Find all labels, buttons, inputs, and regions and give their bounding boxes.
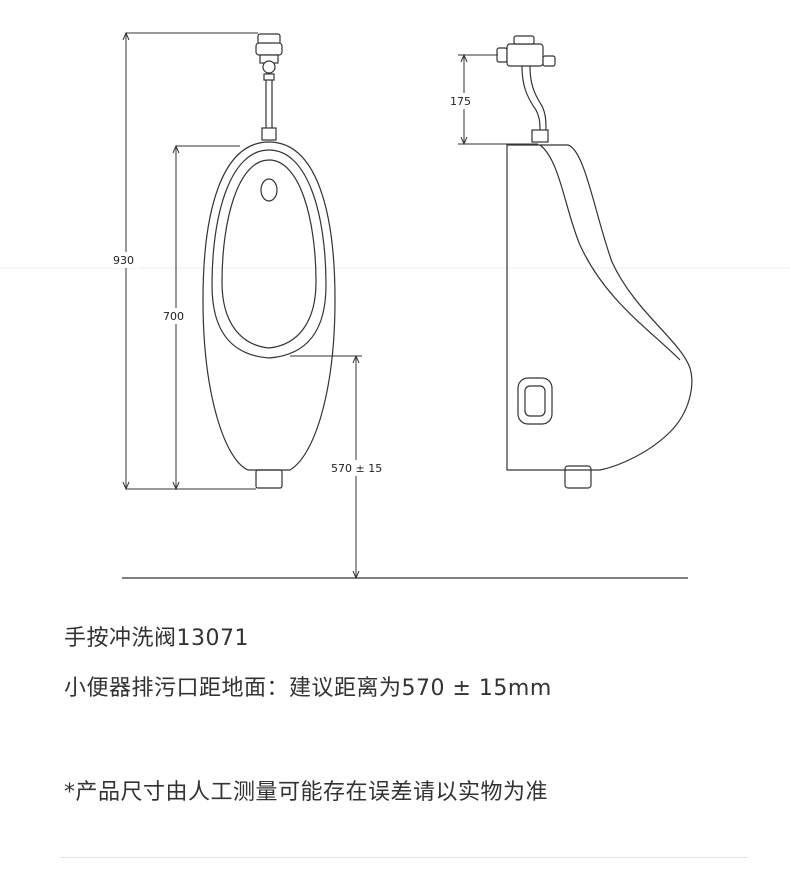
front-bowl-opening [221,159,317,349]
side-flush-valve [496,35,556,143]
urinal-dimension-drawing: 930 700 570 ± 15 175 [0,31,790,580]
dim-label-700: 700 [163,310,184,323]
bottom-divider [60,857,748,858]
front-bowl-outline [202,141,336,471]
side-body-rim [539,144,681,361]
side-outlet [564,465,592,489]
dim-label-570: 570 ± 15 [331,462,382,475]
front-spreader-hole [260,178,278,202]
dim-label-930: 930 [113,254,134,267]
outlet-height-note: 小便器排污口距地面：建议距离为570 ± 15mm [64,676,552,701]
front-outlet [255,469,283,489]
side-body-outline [506,144,693,471]
front-bowl-inner-rim [211,149,327,359]
side-inlet-outer [517,377,553,425]
flush-valve-note: 手按冲洗阀13071 [64,626,249,651]
front-dimensions [122,31,362,580]
side-inlet-inner [524,385,546,417]
side-view [496,35,693,489]
dim-label-175: 175 [450,95,471,108]
disclaimer-note: *产品尺寸由人工测量可能存在误差请以实物为准 [64,780,549,805]
front-flush-valve [255,33,283,141]
front-view [202,33,336,489]
